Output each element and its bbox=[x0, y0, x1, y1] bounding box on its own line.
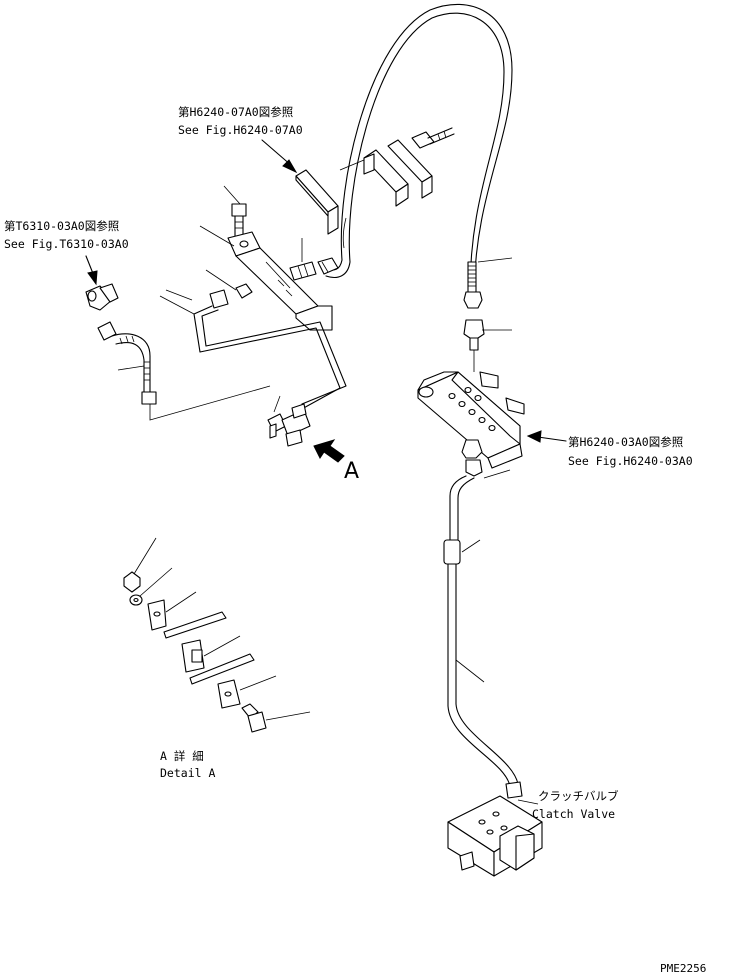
reference-right-en: See Fig.H6240-03A0 bbox=[568, 454, 693, 468]
left-pipe bbox=[159, 289, 347, 411]
lower-hose bbox=[443, 439, 523, 799]
upper-loop-hose bbox=[325, 3, 513, 309]
drawing-number: PME2256 bbox=[660, 962, 706, 975]
left-connector bbox=[85, 283, 119, 311]
reference-label-top: 第H6240-07A0図参照 See Fig.H6240-07A0 bbox=[178, 105, 303, 137]
left-hose bbox=[97, 321, 271, 421]
detail-label-en: Detail A bbox=[160, 766, 215, 780]
view-marker-a: A bbox=[344, 459, 359, 484]
left-bracket bbox=[199, 185, 333, 331]
reference-arrow-top bbox=[261, 139, 298, 174]
right-bracket bbox=[417, 350, 525, 469]
valve-label-ja: クラッチバルブ bbox=[538, 789, 619, 803]
clamp-plates bbox=[295, 127, 455, 235]
hose-fittings-upper bbox=[289, 238, 339, 281]
reference-label-left: 第T6310-03A0図参照 See Fig.T6310-03A0 bbox=[4, 219, 129, 251]
valve-label-en: Clatch Valve bbox=[532, 807, 615, 821]
view-arrow-a: A bbox=[313, 439, 359, 484]
reference-right-ja: 第H6240-03A0図参照 bbox=[568, 435, 683, 449]
connector-block-a bbox=[267, 395, 311, 447]
reference-arrow-left bbox=[85, 255, 98, 286]
detail-a-parts: A 詳 細 Detail A bbox=[123, 537, 311, 780]
reference-top-en: See Fig.H6240-07A0 bbox=[178, 123, 303, 137]
reference-top-ja: 第H6240-07A0図参照 bbox=[178, 105, 293, 119]
detail-label-ja: A 詳 細 bbox=[160, 749, 204, 763]
reference-left-en: See Fig.T6310-03A0 bbox=[4, 237, 129, 251]
clutch-valve: クラッチバルブ Clatch Valve bbox=[447, 789, 619, 877]
reference-left-ja: 第T6310-03A0図参照 bbox=[4, 219, 119, 233]
reference-arrow-right bbox=[526, 430, 567, 443]
center-fitting bbox=[463, 319, 512, 351]
reference-label-right: 第H6240-03A0図参照 See Fig.H6240-03A0 bbox=[568, 435, 693, 468]
